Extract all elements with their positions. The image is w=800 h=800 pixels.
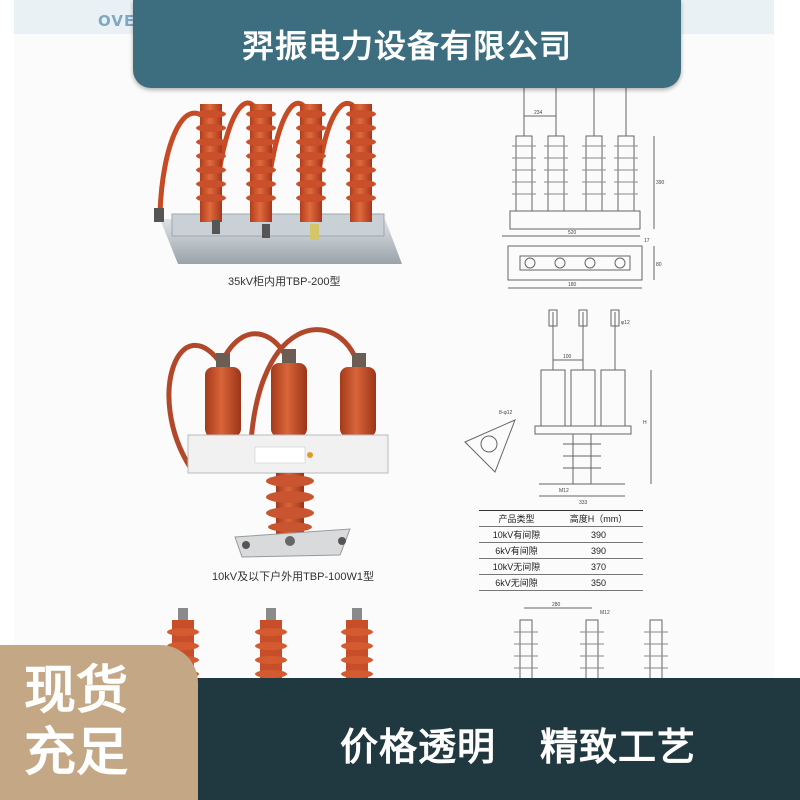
dim-m12: M12 xyxy=(559,488,569,494)
spec-header-type: 产品类型 xyxy=(479,510,554,527)
dim-phi12: φ12 xyxy=(621,320,630,326)
stock-badge-line1: 现货 xyxy=(24,661,129,721)
dim-17: 17 xyxy=(644,238,650,244)
spec-type-cell: 6kV无间隙 xyxy=(479,574,554,591)
dim-234: 234 xyxy=(534,110,543,116)
company-name: 羿振电力设备有限公司 xyxy=(241,27,572,65)
technical-drawing-top: 234 390 520 180 17 80 xyxy=(502,88,665,289)
dim-280: 280 xyxy=(552,602,561,608)
company-banner: 羿振电力设备有限公司 xyxy=(133,0,681,88)
stock-badge-line2: 充足 xyxy=(24,723,129,783)
dim-180: 180 xyxy=(568,282,577,288)
product-image-tbp-100w1 xyxy=(166,327,389,558)
technical-drawing-bottom: 280 M12 xyxy=(514,602,668,680)
spec-height-cell: 370 xyxy=(554,558,643,575)
table-row: 6kV有间隙 390 xyxy=(479,542,643,559)
dim-390: 390 xyxy=(656,180,665,186)
technical-drawing-mid: 100 H M12 333 8-φ12 φ12 xyxy=(464,309,652,506)
catalog-sheet xyxy=(14,0,774,690)
spec-height-cell: 390 xyxy=(554,526,643,543)
catalog-header-text: OVE xyxy=(98,12,136,30)
dim-h: H xyxy=(643,420,647,426)
product-caption-tbp-100w1: 10kV及以下户外用TBP-100W1型 xyxy=(212,571,374,583)
dim-m12: M12 xyxy=(600,610,610,616)
spec-type-cell: 10kV有间隙 xyxy=(479,526,554,543)
spec-height-cell: 390 xyxy=(554,542,643,559)
spec-table: 产品类型 高度H（mm） 10kV有间隙 390 6kV有间隙 390 10kV… xyxy=(479,510,643,591)
spec-type-cell: 10kV无间隙 xyxy=(479,558,554,575)
slogan-part1: 价格透明 xyxy=(340,725,497,769)
dim-520: 520 xyxy=(568,230,577,236)
slogan: 价格透明精致工艺 xyxy=(340,716,696,771)
product-image-tbp-200 xyxy=(154,100,402,264)
product-caption-tbp-200: 35kV柜内用TBP-200型 xyxy=(228,276,341,288)
dim-8-phi12: 8-φ12 xyxy=(499,410,512,416)
slogan-part2: 精致工艺 xyxy=(540,725,697,769)
spec-type-cell: 6kV有间隙 xyxy=(479,542,554,559)
table-row: 10kV有间隙 390 xyxy=(479,526,643,543)
dim-80: 80 xyxy=(656,262,662,268)
spec-table-header: 产品类型 高度H（mm） xyxy=(479,510,643,527)
table-row: 6kV无间隙 350 xyxy=(479,574,643,591)
dim-100: 100 xyxy=(563,354,572,360)
spec-height-cell: 350 xyxy=(554,574,643,591)
stock-badge-text: 现货 充足 xyxy=(24,660,184,784)
table-row: 10kV无间隙 370 xyxy=(479,558,643,575)
stock-badge xyxy=(0,645,198,800)
spec-header-height: 高度H（mm） xyxy=(554,510,643,527)
dim-333: 333 xyxy=(579,500,588,506)
